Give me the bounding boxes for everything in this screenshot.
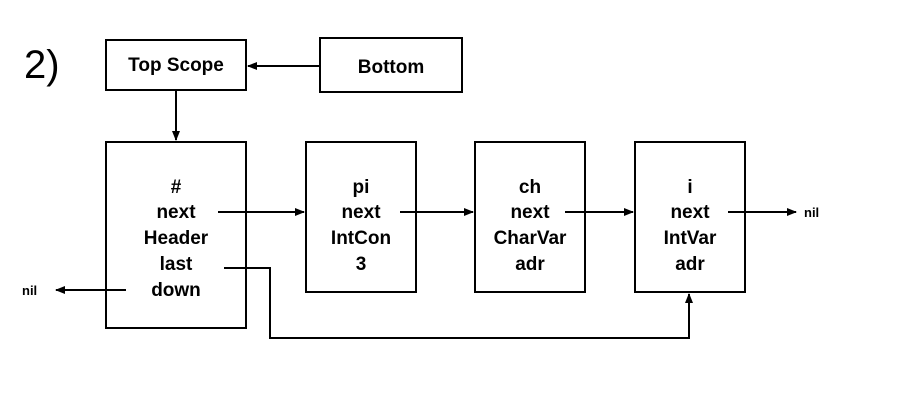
node-field: IntVar bbox=[664, 228, 717, 249]
node-field: next bbox=[341, 202, 381, 223]
node-field: 3 bbox=[356, 254, 367, 275]
node-field: adr bbox=[515, 254, 545, 275]
i-node: i next IntVar adr bbox=[634, 141, 746, 293]
node-field: adr bbox=[675, 254, 705, 275]
step-label: 2) bbox=[24, 43, 60, 87]
node-field: next bbox=[510, 202, 550, 223]
nil-right-label: nil bbox=[804, 205, 819, 220]
top-scope-box: Top Scope bbox=[105, 39, 247, 91]
node-field: pi bbox=[353, 177, 370, 198]
node-field: last bbox=[160, 254, 193, 275]
node-field: CharVar bbox=[494, 228, 567, 249]
node-field: next bbox=[156, 202, 196, 223]
node-field: ch bbox=[519, 177, 541, 198]
pi-node: pi next IntCon 3 bbox=[305, 141, 417, 293]
header-node: # next Header last down bbox=[105, 141, 247, 329]
nil-left-label: nil bbox=[22, 283, 37, 298]
top-scope-label: Top Scope bbox=[128, 55, 224, 76]
node-field: down bbox=[151, 280, 201, 301]
node-field: Header bbox=[144, 228, 209, 249]
ch-node: ch next CharVar adr bbox=[474, 141, 586, 293]
bottom-label: Bottom bbox=[358, 57, 424, 78]
node-field: next bbox=[670, 202, 710, 223]
header-last-pointer bbox=[224, 267, 693, 339]
node-field: # bbox=[171, 177, 182, 198]
node-field: i bbox=[687, 177, 692, 198]
node-field: IntCon bbox=[331, 228, 391, 249]
bottom-box: Bottom bbox=[319, 37, 463, 93]
